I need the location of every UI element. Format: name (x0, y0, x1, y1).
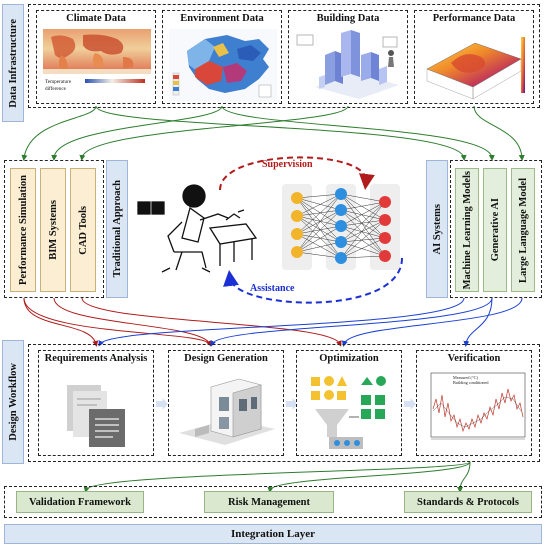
step-optimization: Optimization (296, 350, 402, 456)
tool-bim-systems: BIM Systems (40, 168, 66, 292)
optimization-funnel-icon (305, 371, 395, 453)
risk-management-box: Risk Management (204, 491, 334, 513)
verification-timeseries-image: Measured (°C) Building conditioned (421, 369, 529, 453)
designer-at-desk-icon (138, 185, 256, 272)
step-design-generation: Design Generation (168, 350, 284, 456)
neural-network-icon (282, 184, 400, 270)
traditional-approach-label: Traditional Approach (106, 160, 128, 298)
step-requirements-analysis: Requirements Analysis (38, 350, 154, 456)
step-design-generation-title: Design Generation (169, 353, 283, 364)
assistance-label: Assistance (250, 283, 295, 294)
step-optimization-title: Optimization (297, 353, 401, 364)
step-requirements-title: Requirements Analysis (39, 353, 153, 364)
ai-systems-label: AI Systems (426, 160, 448, 298)
standards-protocols-box: Standards & Protocols (404, 491, 532, 513)
tool-performance-simulation: Performance Simulation (10, 168, 36, 292)
building-model-icon (175, 371, 279, 453)
step-verification-title: Verification (417, 353, 531, 364)
ai-large-language-model: Large Language Model (511, 168, 535, 292)
supervision-label: Supervision (262, 159, 313, 170)
design-workflow-label: Design Workflow (2, 340, 24, 464)
center-illustration: Supervision Assistance (130, 150, 426, 310)
documents-icon (61, 381, 131, 451)
step-verification: Verification Measured (°C) Building cond… (416, 350, 532, 456)
verification-legend-2: Building conditioned (453, 380, 489, 385)
validation-framework-box: Validation Framework (16, 491, 144, 513)
ai-machine-learning-models: Machine Learning Models (455, 168, 479, 292)
tool-cad-tools: CAD Tools (70, 168, 96, 292)
ai-generative-ai: Generative AI (483, 168, 507, 292)
integration-layer-bar: Integration Layer (4, 524, 542, 544)
